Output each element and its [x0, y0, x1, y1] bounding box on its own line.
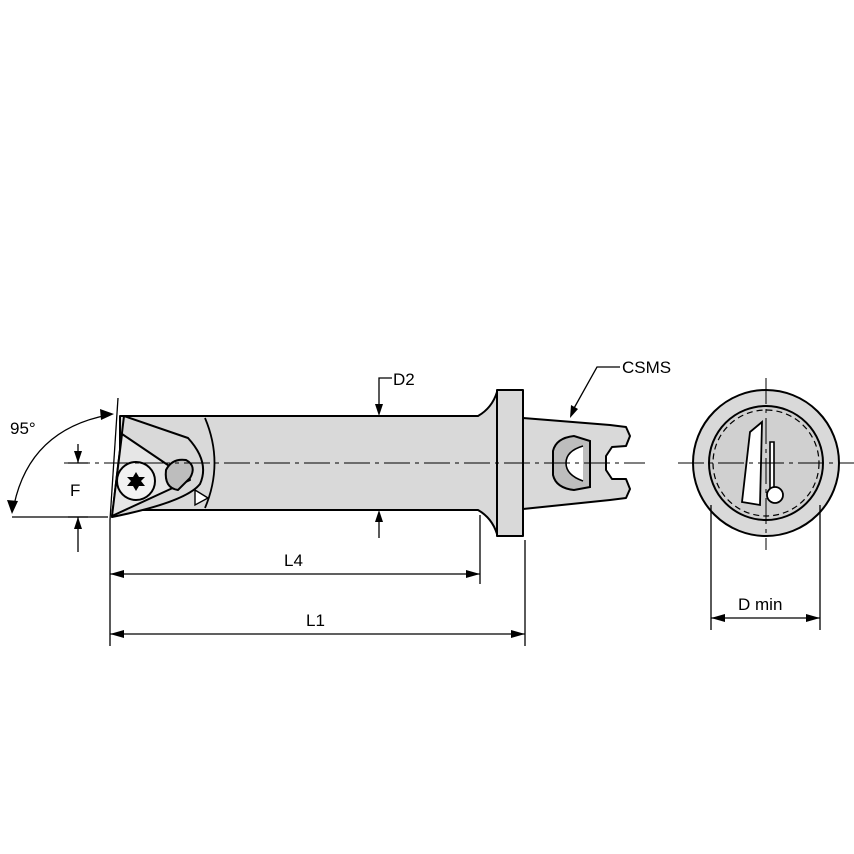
l1-label: L1 [306, 611, 325, 630]
end-view-pin [766, 486, 784, 504]
d2-arrow-top [375, 404, 383, 416]
csms-leader [572, 366, 620, 411]
insert-clamp [164, 458, 194, 492]
torx-socket-icon [127, 472, 145, 491]
angle-arrow-top [100, 409, 114, 420]
head-contour [204, 417, 216, 509]
side-view: 95° F D2 CSMS L4 L1 [7, 358, 671, 646]
dmin-arrow-left [711, 614, 725, 622]
angle-label: 95° [10, 419, 36, 438]
dmin-label: D min [738, 595, 782, 614]
d2-arrow-bottom [375, 510, 383, 522]
angle-arrow-bottom [7, 500, 18, 514]
l4-arrow-right [466, 570, 480, 578]
f-label: F [70, 481, 80, 500]
csms-arrow [570, 405, 578, 418]
l1-arrow-right [511, 630, 525, 638]
l4-arrow-left [110, 570, 124, 578]
l1-arrow-left [110, 630, 124, 638]
angle-arc [13, 414, 109, 506]
csms-label: CSMS [622, 358, 671, 377]
end-view: D min [678, 378, 854, 630]
end-view-slot [769, 441, 775, 491]
orientation-mark-icon [194, 488, 210, 507]
f-arrow-bottom [74, 517, 82, 529]
dmin-arrow-right [806, 614, 820, 622]
l4-label: L4 [284, 551, 303, 570]
angle-witness-line [109, 397, 119, 521]
d2-leader-top [378, 377, 392, 404]
d2-label: D2 [393, 370, 415, 389]
f-arrow-top [74, 451, 82, 463]
